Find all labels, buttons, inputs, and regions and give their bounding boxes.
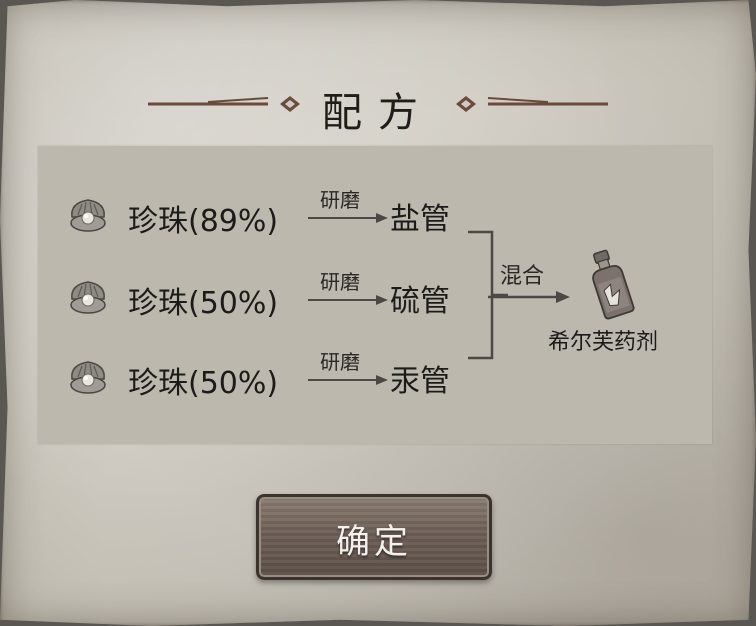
process-label: 研磨: [320, 270, 360, 294]
arrow-right-icon: [308, 213, 388, 223]
mix-label: 混合: [500, 264, 545, 289]
product-label: 盐管: [390, 202, 450, 237]
arrow-right-icon: [308, 295, 388, 305]
recipe-row: 珍珠(50%) 研磨 硫管: [38, 270, 712, 322]
page-title: 配方: [322, 90, 434, 136]
pearl-icon: [70, 361, 106, 394]
recipe-row: 珍珠(89%) 研磨 盐管: [38, 188, 712, 240]
process-label: 研磨: [320, 350, 360, 374]
title-ornament-icon: [148, 96, 608, 112]
dialog-header: 配方: [0, 72, 756, 136]
product-label: 汞管: [390, 364, 450, 399]
result-label: 希尔芙药剂: [548, 330, 659, 355]
recipe-panel: 珍珠(89%) 研磨 盐管 珍珠(50%) 研磨 硫管: [38, 146, 712, 444]
process-label: 研磨: [320, 188, 360, 212]
confirm-button-label: 确定: [336, 522, 412, 562]
potion-bottle-icon: [592, 249, 635, 320]
ingredient-label: 珍珠(50%): [128, 286, 279, 321]
pearl-icon: [70, 281, 106, 314]
product-label: 硫管: [390, 284, 450, 319]
arrow-right-icon: [308, 375, 388, 385]
pearl-icon: [70, 199, 106, 232]
confirm-button[interactable]: 确定: [256, 494, 492, 580]
recipe-row: 珍珠(50%) 研磨 汞管: [38, 350, 712, 402]
arrow-right-icon: [488, 291, 570, 303]
ingredient-label: 珍珠(89%): [128, 204, 279, 239]
merge-bracket: [468, 230, 508, 360]
ingredient-label: 珍珠(50%): [128, 366, 279, 401]
